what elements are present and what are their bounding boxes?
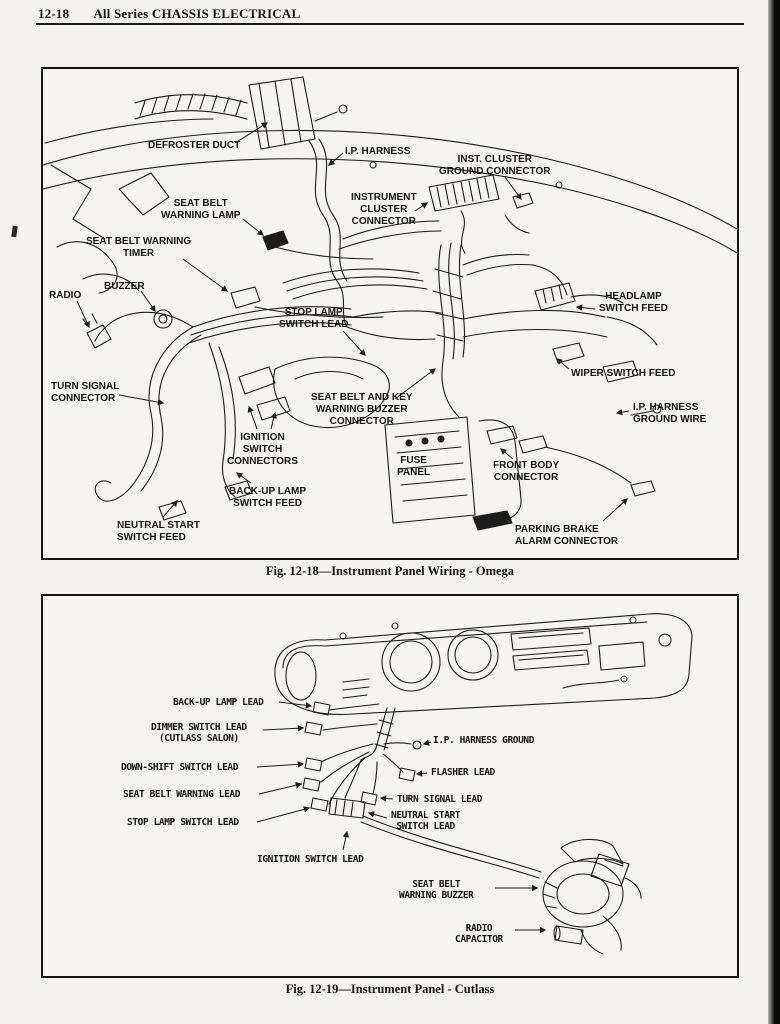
cutlass-panel-diagram-art xyxy=(256,613,693,955)
diagram-label: TURN SIGNAL CONNECTOR xyxy=(51,381,120,404)
diagram-label: I.P. HARNESS GROUND xyxy=(433,735,535,746)
diagram-label: INSTRUMENT CLUSTER CONNECTOR xyxy=(351,192,417,227)
diagram-label: BACK-UP LAMP LEAD xyxy=(173,697,264,708)
diagram-label: STOP LAMP SWITCH LEAD xyxy=(127,817,239,828)
section-title: All Series CHASSIS ELECTRICAL xyxy=(93,6,301,21)
scan-edge-strip xyxy=(768,0,780,1024)
header-rule xyxy=(36,23,744,25)
diagram-label: FUSE PANEL xyxy=(397,455,431,478)
diagram-label: FLASHER LEAD xyxy=(431,767,495,778)
diagram-label: SEAT BELT WARNING LEAD xyxy=(123,789,241,800)
figure-caption: Fig. 12-18—Instrument Panel Wiring - Ome… xyxy=(265,564,515,578)
diagram-label: SEAT BELT WARNING LAMP xyxy=(161,198,241,221)
diagram-label: IGNITION SWITCH LEAD xyxy=(257,854,364,865)
diagram-label: SEAT BELT WARNING BUZZER xyxy=(399,879,474,902)
diagram-label: RADIO xyxy=(49,290,82,301)
diagram-label: DEFROSTER DUCT xyxy=(148,140,241,151)
scan-artifact xyxy=(11,225,18,238)
diagram-label: INST. CLUSTER GROUND CONNECTOR xyxy=(439,154,551,177)
diagram-label: BUZZER xyxy=(104,281,145,292)
figure-12-18: DEFROSTER DUCT I.P. HARNESS INST. CLUSTE… xyxy=(41,67,739,560)
section-number: 12-18 xyxy=(38,6,70,21)
diagram-label: STOP LAMP SWITCH LEAD xyxy=(279,307,349,330)
diagram-label: SEAT BELT AND KEY WARNING BUZZER CONNECT… xyxy=(311,392,413,427)
diagram-label: DIMMER SWITCH LEAD (CUTLASS SALON) xyxy=(151,722,247,745)
omega-wiring-diagram-art xyxy=(43,76,737,531)
diagram-label: I.P. HARNESS GROUND WIRE xyxy=(633,402,707,425)
diagram-label: DOWN-SHIFT SWITCH LEAD xyxy=(121,762,239,773)
diagram-label: IGNITION SWITCH CONNECTORS xyxy=(227,432,298,467)
diagram-label: SEAT BELT WARNING TIMER xyxy=(86,236,192,259)
diagram-label: WIPER SWITCH FEED xyxy=(571,368,676,379)
diagram-label: RADIO CAPACITOR xyxy=(455,923,503,946)
diagram-label: BACK-UP LAMP SWITCH FEED xyxy=(229,486,307,509)
figure-caption: Fig. 12-19—Instrument Panel - Cutlass xyxy=(285,982,495,996)
diagram-label: FRONT BODY CONNECTOR xyxy=(493,460,560,483)
diagram-label: TURN SIGNAL LEAD xyxy=(397,794,483,805)
diagram-label: NEUTRAL START SWITCH FEED xyxy=(117,520,200,543)
page-header: 12-18 All Series CHASSIS ELECTRICAL xyxy=(38,6,300,22)
diagram-label: I.P. HARNESS xyxy=(345,146,411,157)
diagram-label: HEADLAMP SWITCH FEED xyxy=(599,291,668,314)
diagram-label: PARKING BRAKE ALARM CONNECTOR xyxy=(515,524,619,547)
diagram-label: NEUTRAL START SWITCH LEAD xyxy=(391,810,461,833)
figure-12-19: BACK-UP LAMP LEAD DIMMER SWITCH LEAD (CU… xyxy=(41,594,739,978)
